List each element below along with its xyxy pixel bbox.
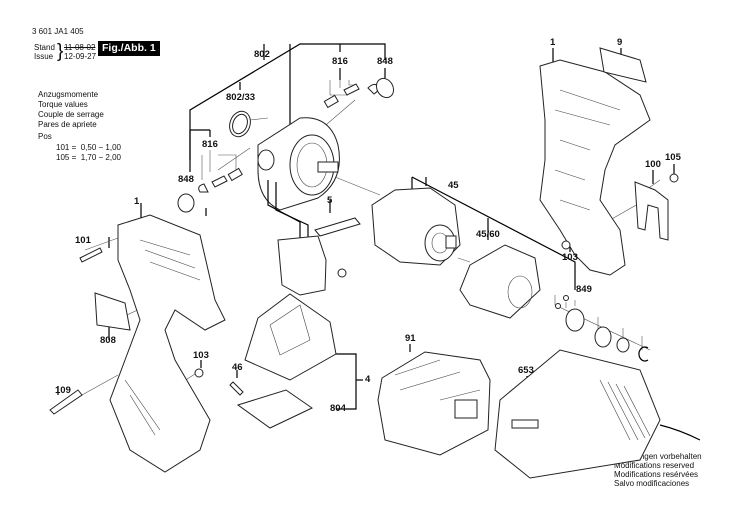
nut-103: [194, 368, 204, 378]
part-label-802[interactable]: 802: [254, 49, 270, 60]
part-label-804[interactable]: 804: [330, 403, 346, 414]
torque-pos: 101: [56, 143, 70, 152]
battery-91: [377, 351, 491, 456]
part-label-816-left[interactable]: 816: [202, 139, 218, 150]
part-label-103-right[interactable]: 103: [562, 252, 578, 263]
part-number: 3 601 JA1 405: [32, 27, 84, 36]
part-label-848-left[interactable]: 848: [178, 174, 194, 185]
part-label-91[interactable]: 91: [405, 333, 416, 344]
part-label-100[interactable]: 100: [645, 159, 661, 170]
cap-848-left: [177, 193, 195, 213]
torque-title-fr: Couple de serrage: [38, 110, 104, 119]
spring-46: [229, 381, 244, 396]
electronics-module: [244, 293, 337, 381]
part-label-848-top[interactable]: 848: [377, 56, 393, 67]
stand-date: 11-08-02: [64, 43, 96, 52]
stand-label: Stand: [34, 43, 55, 52]
part-label-1-right[interactable]: 1: [550, 37, 556, 48]
brush-holder: [198, 183, 209, 193]
footer-de: Änderungen vorbehalten: [614, 452, 702, 461]
part-label-105[interactable]: 105: [665, 152, 681, 163]
bit-109: [49, 389, 83, 415]
belt-clip-100: [634, 181, 669, 241]
torque-range: 1,70 − 2,00: [80, 153, 121, 162]
spring: [211, 175, 228, 188]
figure-label: Fig./Abb. 1: [98, 41, 160, 56]
part-label-45-60[interactable]: 45/60: [476, 229, 500, 240]
sleeve-45-60: [459, 244, 541, 319]
torque-row: 101 = 0,50 − 1,00: [56, 143, 121, 152]
pos-label: Pos: [38, 132, 52, 141]
switch-cover-5: [314, 217, 361, 237]
carbon-brush: [323, 94, 339, 109]
screw-105: [669, 173, 679, 183]
part-label-9[interactable]: 9: [617, 37, 623, 48]
part-label-653[interactable]: 653: [518, 365, 534, 376]
ball: [563, 295, 569, 301]
charger-653: [494, 349, 701, 479]
torque-title-en: Torque values: [38, 100, 88, 109]
footer-es: Salvo modificaciones: [614, 479, 690, 488]
torque-range: 0,50 − 1,00: [80, 143, 121, 152]
torque-title-es: Pares de apriete: [38, 120, 97, 129]
part-label-816-top[interactable]: 816: [332, 56, 348, 67]
label-808: [94, 292, 131, 331]
issue-date: 12-09-27: [64, 52, 97, 61]
part-label-808[interactable]: 808: [100, 335, 116, 346]
footer-fr: Modifications resérvées: [614, 470, 699, 479]
part-label-46[interactable]: 46: [232, 362, 243, 373]
motor: [257, 117, 340, 238]
cap-848-top: [375, 77, 395, 99]
part-label-802-33[interactable]: 802/33: [226, 92, 256, 103]
part-label-5[interactable]: 5: [327, 195, 333, 206]
label-9: [599, 47, 647, 83]
part-label-1-left[interactable]: 1: [134, 196, 140, 207]
part-label-103-left[interactable]: 103: [193, 350, 209, 361]
torque-title-de: Anzugsmomente: [38, 90, 99, 99]
part-label-45[interactable]: 45: [448, 180, 459, 191]
part-label-4[interactable]: 4: [365, 374, 371, 385]
ball: [555, 303, 561, 309]
housing-left: [109, 214, 226, 473]
switch: [277, 235, 327, 296]
issue-label: Issue: [34, 52, 54, 61]
part-label-101[interactable]: 101: [75, 235, 91, 246]
torque-pos: 105: [56, 153, 70, 162]
brace: }: [57, 41, 64, 62]
footer-en: Modifications reserved: [614, 461, 695, 470]
carbon-brush: [227, 167, 243, 182]
part-label-109[interactable]: 109: [55, 385, 71, 396]
washer: [616, 337, 630, 353]
nut-103-right: [561, 240, 571, 250]
gear-housing-45: [371, 187, 461, 266]
spring-849: [594, 326, 612, 348]
base-plate-804: [236, 389, 313, 429]
housing-right: [539, 59, 651, 276]
sleeve-ring: [565, 308, 585, 332]
part-label-849[interactable]: 849: [576, 284, 592, 295]
spring: [343, 83, 360, 96]
torque-row: 105 = 1,70 − 2,00: [56, 153, 121, 162]
leader-lines: [57, 43, 675, 410]
retaining-ring: [638, 346, 649, 362]
screw-101: [79, 247, 103, 263]
